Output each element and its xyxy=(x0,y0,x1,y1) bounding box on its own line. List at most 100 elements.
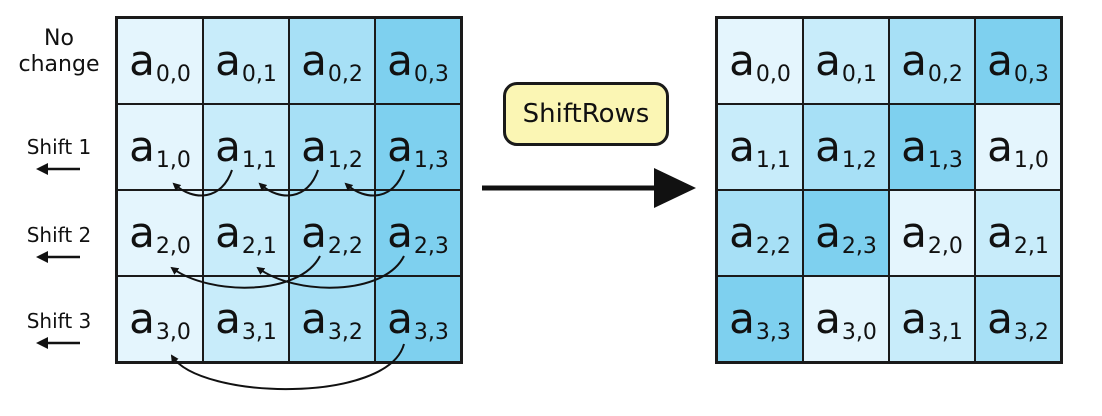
cell-symbol: a xyxy=(387,208,413,257)
cell-subscript: 2,3 xyxy=(413,234,449,259)
cell-subscript: 3,1 xyxy=(927,320,963,345)
cell-symbol: a xyxy=(987,122,1013,171)
left-arrow-icon xyxy=(36,163,80,175)
cell-subscript: 0,0 xyxy=(755,62,791,87)
cell-subscript: 2,0 xyxy=(155,234,191,259)
cell-symbol: a xyxy=(215,36,241,85)
cell-subscript: 3,2 xyxy=(327,320,363,345)
row-label-1: Shift 1 xyxy=(10,134,108,176)
cell-symbol: a xyxy=(815,294,841,343)
cell-symbol: a xyxy=(901,208,927,257)
cell-symbol: a xyxy=(215,122,241,171)
cell-subscript: 0,2 xyxy=(327,62,363,87)
left-arrow-icon xyxy=(36,251,80,263)
transform-arrow-icon xyxy=(482,168,696,208)
cell-symbol: a xyxy=(301,122,327,171)
cell-symbol: a xyxy=(987,36,1013,85)
cell-symbol: a xyxy=(729,208,755,257)
cell-subscript: 3,0 xyxy=(155,320,191,345)
cell-subscript: 3,3 xyxy=(413,320,449,345)
cell-subscript: 3,3 xyxy=(755,320,791,345)
cell-subscript: 0,1 xyxy=(841,62,877,87)
row3-shift-arrow xyxy=(170,343,405,390)
cell-subscript: 0,0 xyxy=(155,62,191,87)
cell-symbol: a xyxy=(129,36,155,85)
cell-subscript: 2,2 xyxy=(755,234,791,259)
cell-symbol: a xyxy=(729,122,755,171)
cell-symbol: a xyxy=(815,208,841,257)
cell-subscript: 2,3 xyxy=(841,234,877,259)
row-label-3: Shift 3 xyxy=(10,308,108,350)
cell-symbol: a xyxy=(129,208,155,257)
cell-subscript: 2,1 xyxy=(1013,234,1049,259)
left-arrow-icon xyxy=(36,337,80,349)
cell-subscript: 1,1 xyxy=(755,148,791,173)
cell-subscript: 3,2 xyxy=(1013,320,1049,345)
cell-subscript: 2,1 xyxy=(241,234,277,259)
cell-symbol: a xyxy=(215,208,241,257)
cell-symbol: a xyxy=(987,208,1013,257)
cell-symbol: a xyxy=(301,36,327,85)
row-label-3-text: Shift 3 xyxy=(26,309,92,333)
cell-symbol: a xyxy=(215,294,241,343)
row-label-0: No change xyxy=(10,26,108,78)
cell-subscript: 1,0 xyxy=(1013,148,1049,173)
row1-shift-arrow xyxy=(258,169,319,197)
cell-subscript: 2,0 xyxy=(927,234,963,259)
cell-symbol: a xyxy=(129,122,155,171)
row2-shift-arrow xyxy=(170,255,321,289)
cell-subscript: 1,3 xyxy=(927,148,963,173)
cell-subscript: 0,1 xyxy=(241,62,277,87)
cell-symbol: a xyxy=(901,36,927,85)
cell-symbol: a xyxy=(901,294,927,343)
cell-symbol: a xyxy=(129,294,155,343)
cell-symbol: a xyxy=(301,208,327,257)
cell-symbol: a xyxy=(387,294,413,343)
shiftrows-label: ShiftRows xyxy=(503,82,669,146)
cell-subscript: 1,2 xyxy=(327,148,363,173)
cell-subscript: 3,1 xyxy=(241,320,277,345)
row-label-1-text: Shift 1 xyxy=(26,135,92,159)
cell-symbol: a xyxy=(729,294,755,343)
row-label-2-text: Shift 2 xyxy=(26,223,92,247)
cell-subscript: 1,3 xyxy=(413,148,449,173)
row2-shift-arrow xyxy=(256,255,405,289)
cell-subscript: 3,0 xyxy=(841,320,877,345)
cell-symbol: a xyxy=(815,36,841,85)
row-label-2: Shift 2 xyxy=(10,222,108,264)
cell-subscript: 0,3 xyxy=(413,62,449,87)
cell-subscript: 0,3 xyxy=(1013,62,1049,87)
row1-shift-arrow xyxy=(172,169,233,197)
cell-symbol: a xyxy=(729,36,755,85)
cell-symbol: a xyxy=(987,294,1013,343)
